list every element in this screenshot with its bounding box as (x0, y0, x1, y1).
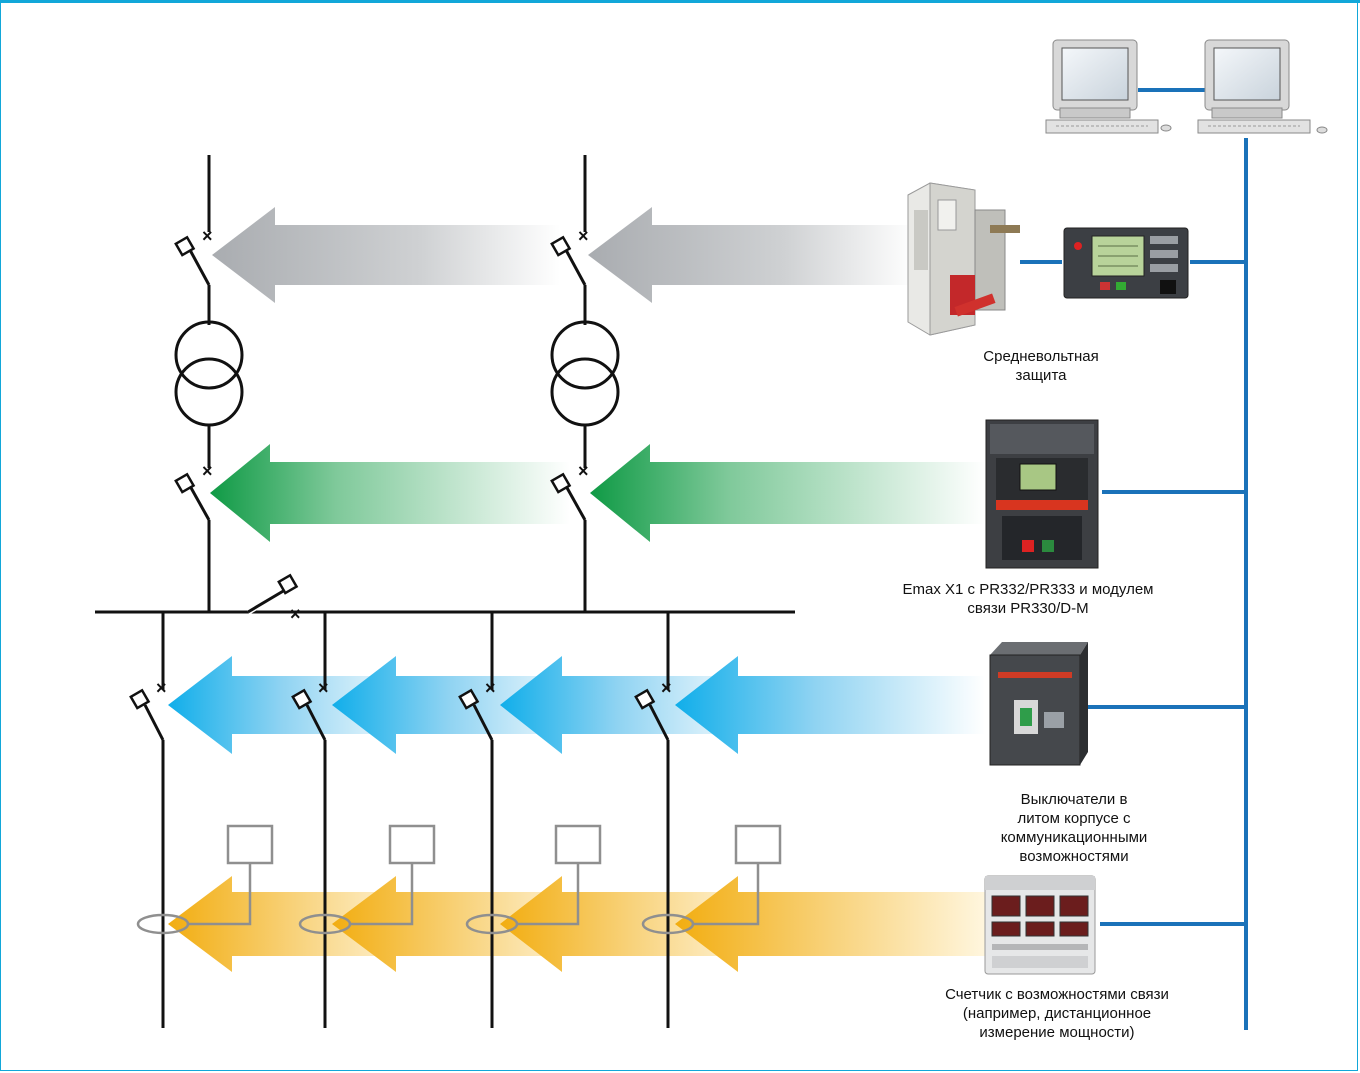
svg-text:×: × (661, 678, 672, 698)
label-meter: Счетчик с возможностями связи (например,… (945, 986, 1169, 1041)
metering (136, 824, 782, 935)
label-mv-protection: Средневольтная защита (983, 348, 1099, 384)
outgoing-feeder-1: × (129, 612, 167, 1028)
svg-text:×: × (156, 678, 167, 698)
computer-icon (1045, 39, 1172, 134)
label-emax: Emax X1 c PR332/PR333 и модулем связи PR… (902, 581, 1154, 617)
communication-bus (1020, 88, 1248, 1030)
arrow-gray-left (212, 207, 560, 303)
mccb-icon (989, 642, 1088, 766)
arrows-mv-level (212, 207, 915, 303)
arrow-blue-4 (675, 656, 985, 754)
arrow-blue-2 (332, 656, 590, 754)
svg-text:×: × (318, 678, 329, 698)
arrow-gray-right (588, 207, 915, 303)
emax-breaker-icon (985, 419, 1099, 569)
outgoing-feeder-4: × (634, 612, 672, 1028)
relay-icon (1063, 227, 1189, 299)
transformer-right-secondary (550, 357, 620, 427)
outgoing-feeder-2: × (291, 612, 329, 1028)
lv-breaker-right (564, 485, 587, 521)
meter-box-1 (226, 824, 274, 865)
arrow-green-left (210, 444, 570, 542)
svg-text:×: × (202, 226, 213, 246)
transformer-left-secondary (174, 357, 244, 427)
arrows-lv-incomer-level (210, 444, 985, 542)
meter-box-3 (554, 824, 602, 865)
arrow-yellow-4 (675, 876, 985, 972)
single-line-diagram: × × × × × × (95, 155, 795, 1028)
arrow-yellow-3 (500, 876, 760, 972)
mv-breaker-right (564, 249, 587, 286)
mv-breaker-left (188, 249, 211, 286)
arrow-yellow-1 (168, 876, 420, 972)
power-meter-icon (984, 875, 1096, 975)
meter-box-4 (734, 824, 782, 865)
meter-point-4 (641, 824, 782, 935)
mv-switchgear-icon (907, 182, 1020, 336)
arrow-green-right (590, 444, 985, 542)
transformer-right-primary (550, 320, 620, 390)
meter-box-2 (388, 824, 436, 865)
meter-point-3 (465, 824, 602, 935)
svg-text:×: × (290, 604, 301, 624)
arrow-blue-1 (168, 656, 420, 754)
lv-breaker-left (188, 485, 211, 521)
top-rule (0, 0, 1360, 3)
svg-text:×: × (202, 461, 213, 481)
meter-point-1 (136, 824, 274, 935)
label-mccb: Выключатели в литом корпусе с коммуникац… (1000, 791, 1148, 865)
arrows-mccb-level (168, 656, 985, 754)
svg-text:×: × (485, 678, 496, 698)
outgoing-feeder-3: × (458, 612, 496, 1028)
svg-text:×: × (578, 226, 589, 246)
meter-point-2 (298, 824, 436, 935)
computer-icon (1197, 39, 1328, 134)
svg-text:×: × (578, 461, 589, 481)
arrow-yellow-2 (332, 876, 590, 972)
arrow-blue-3 (500, 656, 760, 754)
transformer-left-primary (174, 320, 244, 390)
arrows-meter-level (168, 876, 985, 972)
